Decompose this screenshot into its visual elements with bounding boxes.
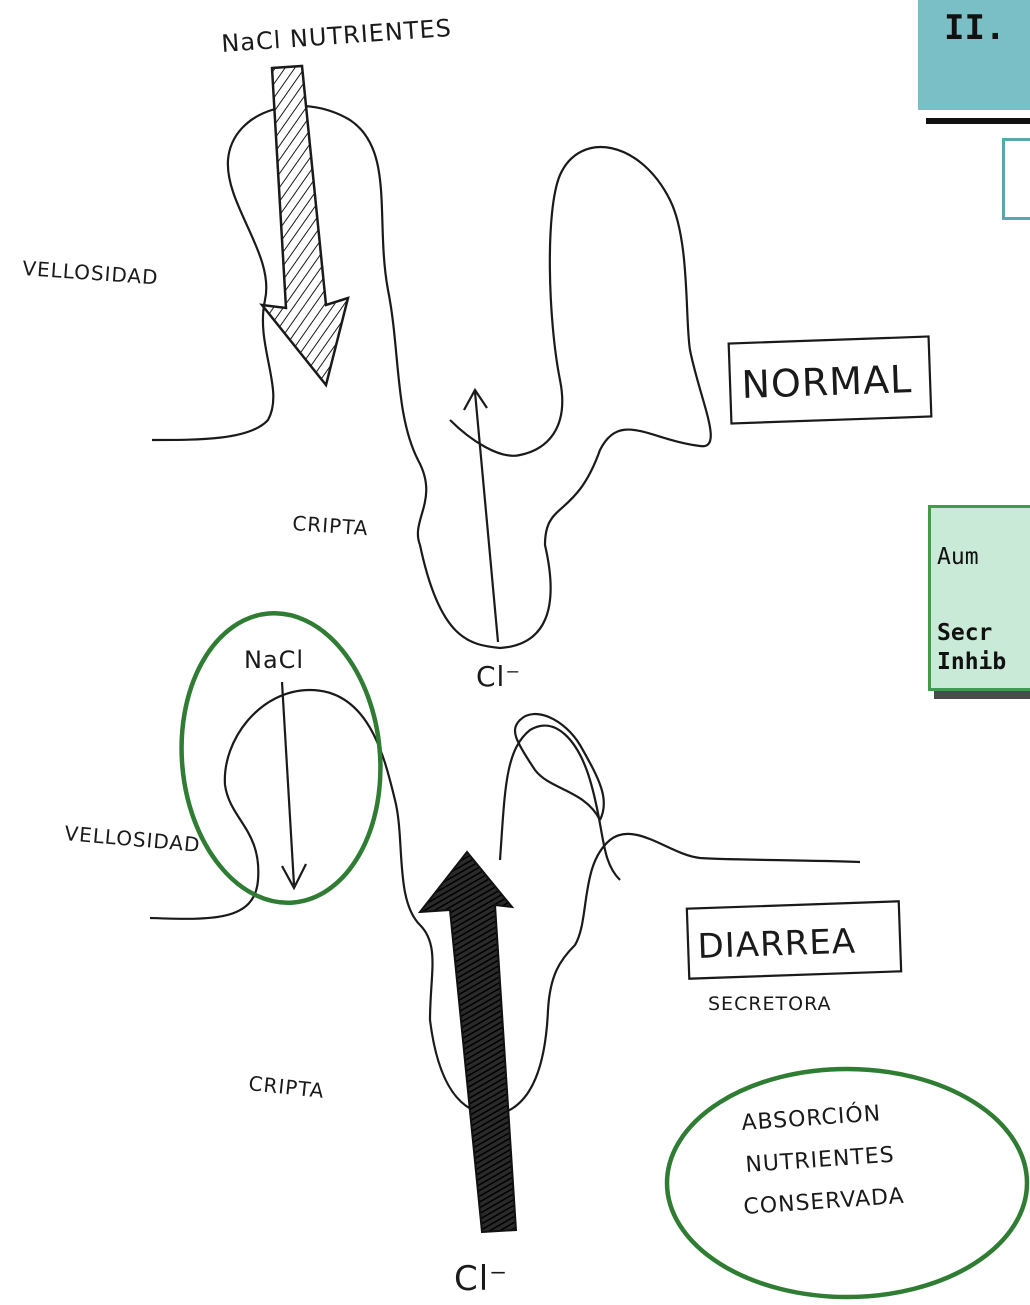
absorption-note-line-3: CONSERVADA bbox=[743, 1184, 906, 1220]
diarrhea-state-sublabel: SECRETORA bbox=[708, 993, 832, 1015]
diarrhea-crypt-label: CRIPTA bbox=[247, 1071, 325, 1103]
diarrhea-right-villus bbox=[500, 726, 620, 880]
diarrhea-ion-label: Cl⁻ bbox=[454, 1259, 508, 1299]
diarrhea-top-label: NaCl bbox=[244, 646, 304, 674]
normal-cl-arrow bbox=[475, 392, 498, 642]
diarrhea-state-label: DIARREA bbox=[697, 921, 857, 967]
normal-panel: NaCl NUTRIENTES VELLOSIDAD CRIPTA Cl⁻ NO… bbox=[22, 14, 932, 693]
normal-villus-label: VELLOSIDAD bbox=[22, 256, 160, 289]
normal-top-label: NaCl NUTRIENTES bbox=[220, 14, 452, 58]
absorption-note-line-2: NUTRIENTES bbox=[745, 1143, 896, 1178]
normal-crypt-label: CRIPTA bbox=[292, 511, 370, 540]
diarrhea-panel: NaCl VELLOSIDAD CRIPTA Cl⁻ DIARREA SECRE… bbox=[64, 605, 1027, 1299]
normal-state-label: NORMAL bbox=[741, 357, 913, 407]
normal-villus-outline bbox=[152, 106, 711, 648]
diarrhea-nacl-arrow bbox=[282, 682, 294, 885]
normal-ion-label: Cl⁻ bbox=[476, 660, 521, 693]
absorption-note-line-1: ABSORCIÓN bbox=[741, 1100, 882, 1136]
diarrhea-villus-label: VELLOSIDAD bbox=[64, 821, 202, 857]
